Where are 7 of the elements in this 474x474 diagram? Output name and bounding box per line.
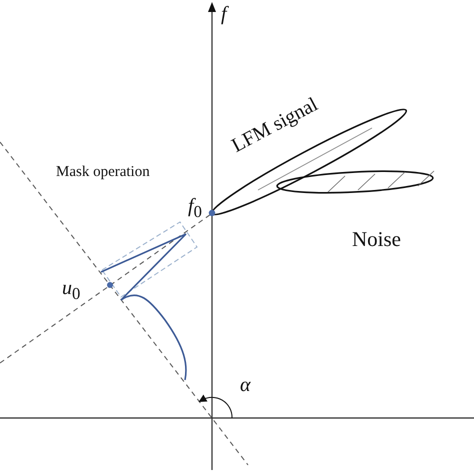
signal-label: LFM signal	[228, 94, 321, 156]
angle-label: α	[240, 375, 250, 395]
axis-label: f	[221, 4, 227, 24]
point-label: f$_{0}$	[188, 196, 202, 221]
noise-label: Noise	[352, 229, 401, 250]
region-label: Mask operation	[56, 165, 150, 180]
point-label: u$_{0}$	[62, 278, 80, 303]
